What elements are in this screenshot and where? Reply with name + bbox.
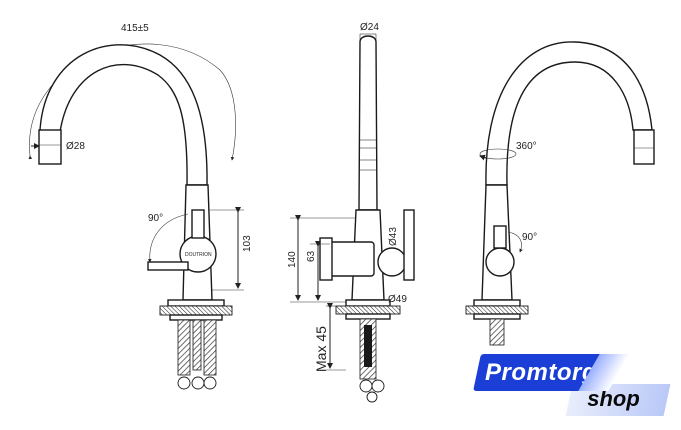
- base-flange: [167, 299, 225, 307]
- right-view: 360° 90°: [465, 41, 655, 346]
- middle-view: Ø24 Ø43 140 63 Ø49: [287, 22, 415, 403]
- mounting-plate-side: [335, 305, 401, 315]
- brand-label: DOUTRION: [185, 252, 212, 258]
- spout-outlet-right: [633, 129, 655, 165]
- base-flange-side: [345, 299, 391, 307]
- body-diameter-label: Ø43: [388, 227, 399, 246]
- handle-cylinder: [329, 241, 375, 277]
- spout-diameter-label: Ø28: [66, 141, 85, 152]
- spout: [39, 44, 208, 186]
- handle-height-label: 63: [306, 250, 317, 262]
- hose-right: [489, 318, 505, 346]
- mounting-stud: [192, 319, 202, 371]
- mounting-plate: [159, 305, 233, 316]
- mounting-plate-right: [465, 305, 529, 315]
- right-hose: [203, 319, 217, 376]
- rotation-ellipse: [479, 148, 517, 160]
- handle-angle-arc-right: [507, 231, 523, 253]
- base-flange-right: [473, 299, 521, 307]
- washer: [169, 314, 223, 321]
- handle-hub-right: [485, 247, 515, 277]
- base-diameter-label: Ø49: [388, 294, 407, 305]
- handle-angle-label: 90°: [148, 213, 163, 224]
- handle-lever: [147, 261, 189, 271]
- spout-right: [485, 41, 653, 186]
- body-hub: [377, 247, 407, 277]
- handle-lever-right: [493, 225, 507, 249]
- height-dimension-label: 103: [242, 235, 253, 252]
- total-height-label: 140: [287, 251, 298, 268]
- handle-angle-label-right: 90°: [522, 232, 537, 243]
- washer-right: [473, 313, 521, 320]
- spout-outlet: [38, 129, 62, 165]
- left-hose: [177, 319, 191, 376]
- deck-thickness-label: Max 45: [313, 326, 329, 372]
- promtorg-shop-logo[interactable]: shop Promtorg: [473, 354, 671, 416]
- reach-dimension-label: 415±5: [121, 23, 149, 34]
- handle-angle-arc: [147, 213, 189, 263]
- reach-dimension-arc: [28, 43, 236, 161]
- washer-side: [345, 313, 391, 320]
- hose-inner: [364, 325, 372, 367]
- rotation-label: 360°: [516, 141, 537, 152]
- handle-stub: [191, 209, 205, 239]
- spout-column: [358, 35, 378, 211]
- rear-lever: [403, 209, 415, 281]
- left-view: 415±5 Ø28 DOUTRION 90° 103: [28, 23, 253, 390]
- top-diameter-label: Ø24: [360, 22, 379, 33]
